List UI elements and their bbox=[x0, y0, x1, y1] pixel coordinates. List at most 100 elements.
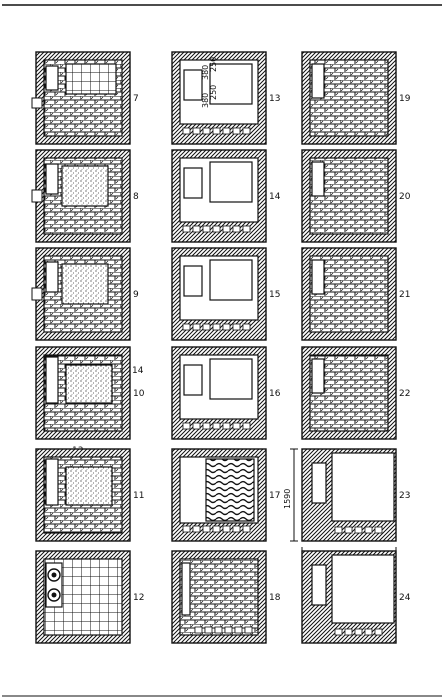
brick-slot bbox=[242, 422, 251, 430]
side-channel bbox=[45, 458, 59, 506]
brick-slot bbox=[242, 225, 251, 233]
course-panel-11: 11 bbox=[35, 448, 144, 542]
course-panel-15: 15 bbox=[171, 247, 280, 341]
course-panel-23: 1850159023 bbox=[283, 448, 410, 564]
brick-slot bbox=[374, 526, 383, 534]
side-channel bbox=[45, 163, 59, 195]
oven-door bbox=[183, 364, 203, 396]
brick-slot bbox=[202, 225, 211, 233]
brick-slot bbox=[232, 225, 241, 233]
burner-center-icon bbox=[51, 572, 57, 578]
brick-slot bbox=[334, 628, 343, 636]
brick-slot bbox=[364, 628, 373, 636]
firebox-fill bbox=[65, 466, 113, 506]
panel-number-label: 16 bbox=[269, 389, 281, 399]
brick-slot bbox=[364, 526, 373, 534]
brick-slot bbox=[192, 127, 201, 135]
course-panel-14: 14 bbox=[171, 149, 281, 243]
brick-slot bbox=[222, 323, 231, 331]
panel-number-label: 14 bbox=[269, 192, 281, 202]
brick-slot bbox=[242, 323, 251, 331]
brick-slot bbox=[204, 626, 213, 634]
door-frame bbox=[31, 189, 43, 203]
course-panel-17: 17 bbox=[171, 448, 280, 542]
brick-slot bbox=[222, 225, 231, 233]
brick-slot bbox=[182, 525, 191, 533]
panel-number-label: 12 bbox=[133, 593, 144, 603]
brick-course bbox=[179, 558, 259, 636]
course-panel-12: 12 bbox=[35, 550, 144, 644]
course-panel-24: 24 bbox=[301, 550, 411, 644]
dimension-label: 250 bbox=[209, 85, 218, 100]
dimension-label: 250 bbox=[209, 57, 218, 72]
side-channel bbox=[311, 564, 327, 606]
burner-center-icon bbox=[51, 592, 57, 598]
brick-slot bbox=[344, 628, 353, 636]
open-chamber bbox=[331, 554, 395, 624]
brick-slot bbox=[232, 323, 241, 331]
brick-slot bbox=[214, 626, 223, 634]
inner-chamber bbox=[209, 358, 253, 400]
brick-slot bbox=[354, 526, 363, 534]
course-panel-8: 8 bbox=[31, 149, 139, 243]
open-chamber bbox=[331, 452, 395, 522]
brick-slot bbox=[202, 323, 211, 331]
brick-slot bbox=[212, 422, 221, 430]
side-channel bbox=[311, 462, 327, 504]
panels-layer: 7891413101112380250380250131415161718192… bbox=[31, 51, 411, 644]
side-channel bbox=[45, 356, 59, 404]
panel-number-label: 19 bbox=[399, 94, 411, 104]
door-hinge bbox=[31, 97, 43, 109]
brick-slot bbox=[202, 127, 211, 135]
height-dimension-label: 1590 bbox=[283, 489, 292, 509]
panel-number-label: 22 bbox=[399, 389, 410, 399]
brick-slot bbox=[212, 127, 221, 135]
smoke-channel bbox=[311, 259, 325, 295]
inner-chamber bbox=[209, 63, 253, 105]
course-panel-20: 20 bbox=[301, 149, 411, 243]
brick-slot bbox=[192, 422, 201, 430]
dimension-label: 380 bbox=[201, 65, 210, 80]
brick-slot bbox=[192, 323, 201, 331]
brick-slot bbox=[212, 225, 221, 233]
brick-slot bbox=[234, 626, 243, 634]
oven-door bbox=[183, 69, 203, 101]
panel-number-label: 9 bbox=[133, 290, 139, 300]
brick-slot bbox=[182, 422, 191, 430]
course-panel-10: 141310 bbox=[35, 346, 145, 456]
smoke-channel bbox=[311, 358, 325, 394]
course-panel-21: 21 bbox=[301, 247, 410, 341]
brick-slot bbox=[182, 323, 191, 331]
course-panel-19: 19 bbox=[301, 51, 411, 145]
dimension-label: 380 bbox=[201, 93, 210, 108]
firebox-fill bbox=[61, 165, 109, 207]
brick-slot bbox=[232, 422, 241, 430]
ash-pit bbox=[45, 65, 59, 91]
course-panel-16: 16 bbox=[171, 346, 281, 440]
brick-slot bbox=[232, 127, 241, 135]
firebox-fill bbox=[61, 263, 109, 305]
smoke-channel bbox=[311, 161, 325, 197]
brick-slot bbox=[242, 525, 251, 533]
brick-slot bbox=[192, 225, 201, 233]
oven-door bbox=[183, 265, 203, 297]
side-channel bbox=[45, 261, 59, 293]
brick-slot bbox=[222, 422, 231, 430]
brick-slot bbox=[244, 626, 253, 634]
course-panel-18: 18 bbox=[171, 550, 281, 644]
smoke-channel bbox=[311, 63, 325, 99]
panel-number-label: 24 bbox=[399, 593, 411, 603]
panel-number-label: 15 bbox=[269, 290, 280, 300]
brick-slot bbox=[212, 525, 221, 533]
panel-number-label: 10 bbox=[133, 389, 145, 399]
course-panel-9: 9 bbox=[31, 247, 139, 341]
firebox-fill bbox=[65, 364, 113, 404]
brick-slot bbox=[344, 526, 353, 534]
brick-slot bbox=[232, 525, 241, 533]
brick-slot bbox=[222, 525, 231, 533]
side-callout-label: 14 bbox=[132, 366, 144, 376]
panel-number-label: 20 bbox=[399, 192, 411, 202]
panel-number-label: 18 bbox=[269, 593, 281, 603]
